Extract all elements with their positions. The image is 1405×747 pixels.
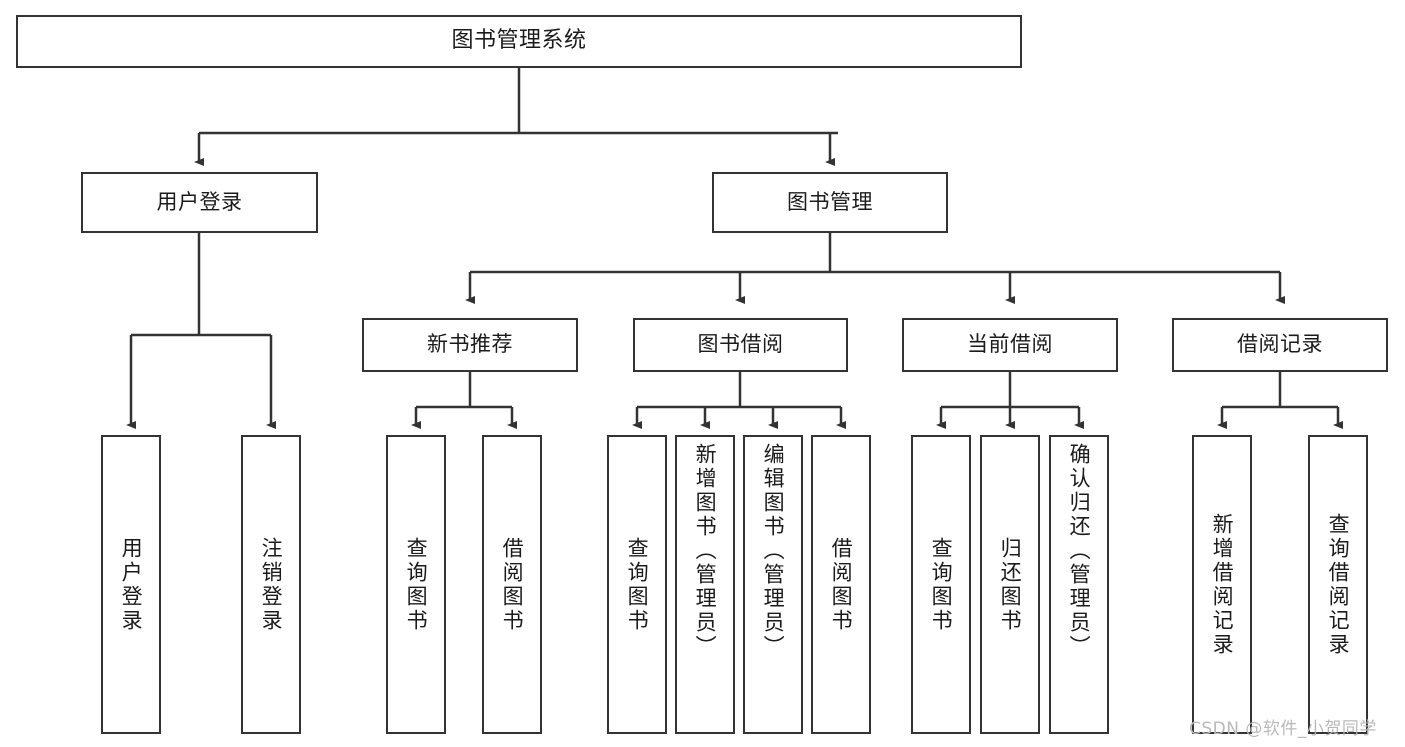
node-leaf-add-book[interactable]: 新增图书（管理员）: [675, 435, 735, 734]
node-leaf-query-book-2[interactable]: 查询图书: [607, 435, 667, 734]
node-leaf-borrow-book-2-label: 借阅图书: [829, 536, 854, 633]
node-leaf-query-record-label: 查询借阅记录: [1326, 512, 1351, 657]
node-root-system-label: 图书管理系统: [451, 28, 587, 54]
node-leaf-add-record[interactable]: 新增借阅记录: [1192, 435, 1252, 734]
node-book-borrow[interactable]: 图书借阅: [633, 318, 848, 372]
node-leaf-query-book-3-label: 查询图书: [929, 536, 954, 633]
node-root-system[interactable]: 图书管理系统: [16, 15, 1022, 68]
node-leaf-borrow-book-1-label: 借阅图书: [500, 536, 525, 633]
node-leaf-return-book-label: 归还图书: [998, 536, 1023, 633]
node-book-manage[interactable]: 图书管理: [712, 172, 948, 233]
node-new-book-recommend-label: 新书推荐: [427, 332, 513, 357]
node-leaf-query-record[interactable]: 查询借阅记录: [1308, 435, 1368, 734]
node-borrow-record[interactable]: 借阅记录: [1172, 318, 1388, 372]
node-leaf-edit-book-label: 编辑图书（管理员）: [761, 443, 786, 659]
node-leaf-return-book[interactable]: 归还图书: [980, 435, 1040, 734]
node-leaf-confirm-return[interactable]: 确认归还（管理员）: [1049, 435, 1109, 734]
node-leaf-logout[interactable]: 注销登录: [241, 435, 301, 734]
node-current-borrow[interactable]: 当前借阅: [902, 318, 1118, 372]
node-leaf-borrow-book-1[interactable]: 借阅图书: [482, 435, 542, 734]
node-leaf-query-book-1[interactable]: 查询图书: [386, 435, 446, 734]
node-user-login[interactable]: 用户登录: [81, 172, 318, 233]
node-leaf-confirm-return-label: 确认归还（管理员）: [1067, 443, 1092, 659]
node-new-book-recommend[interactable]: 新书推荐: [362, 318, 578, 372]
node-leaf-logout-label: 注销登录: [259, 536, 284, 633]
node-book-borrow-label: 图书借阅: [697, 332, 784, 357]
node-leaf-add-record-label: 新增借阅记录: [1210, 512, 1235, 657]
node-leaf-query-book-2-label: 查询图书: [625, 536, 650, 633]
node-leaf-borrow-book-2[interactable]: 借阅图书: [811, 435, 871, 734]
node-current-borrow-label: 当前借阅: [967, 332, 1053, 357]
node-user-login-label: 用户登录: [156, 189, 243, 214]
node-book-manage-label: 图书管理: [787, 189, 873, 214]
node-leaf-query-book-3[interactable]: 查询图书: [911, 435, 971, 734]
node-leaf-user-login[interactable]: 用户登录: [101, 435, 161, 734]
node-leaf-user-login-label: 用户登录: [119, 536, 144, 633]
node-leaf-query-book-1-label: 查询图书: [404, 536, 429, 633]
node-borrow-record-label: 借阅记录: [1237, 332, 1323, 357]
node-leaf-edit-book[interactable]: 编辑图书（管理员）: [743, 435, 803, 734]
csdn-watermark: CSDN @软件_小贺同学: [1189, 719, 1377, 739]
node-leaf-add-book-label: 新增图书（管理员）: [693, 443, 718, 659]
